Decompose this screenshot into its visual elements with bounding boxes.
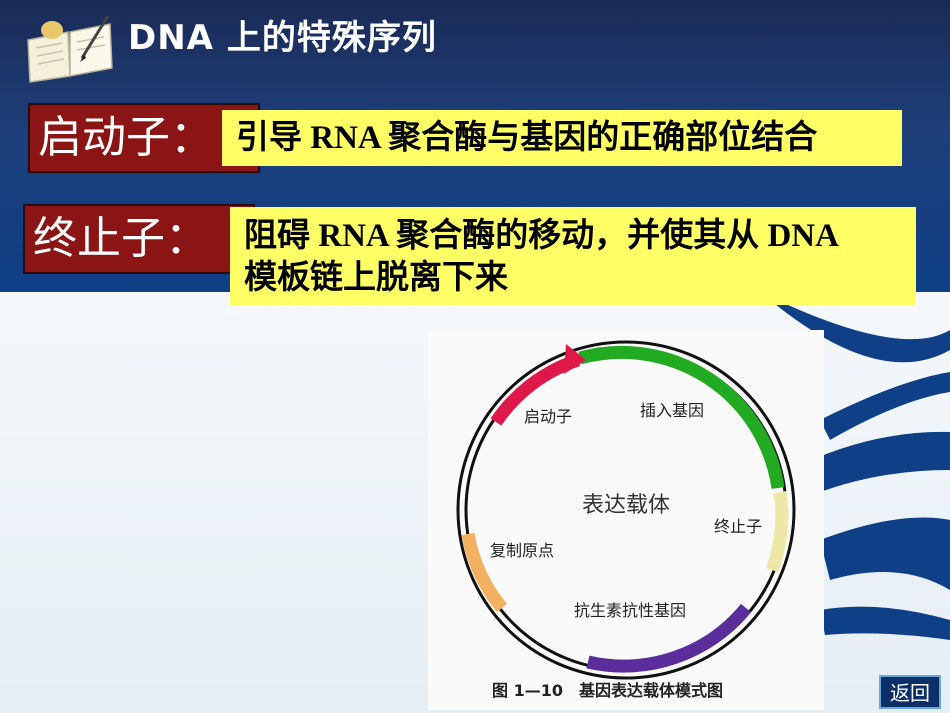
- promoter-description: 引导 RNA 聚合酶与基因的正确部位结合: [222, 110, 902, 166]
- back-button[interactable]: 返回: [879, 675, 941, 709]
- promoter-desc-post: 聚合酶与基因的正确部位结合: [379, 120, 818, 156]
- segment-insert-gene-arc: [578, 345, 785, 489]
- segment-resistance-gene-arc: [586, 603, 752, 673]
- slide-title: DNA 上的特殊序列: [128, 18, 437, 58]
- terminator-desc-rna: RNA: [318, 218, 388, 254]
- terminator-desc-mid: 聚合酶的移动，并使其从: [387, 218, 768, 254]
- segment-replication-origin-arc: [461, 532, 508, 613]
- terminator-desc-dna: DNA: [767, 218, 839, 254]
- label-replication-origin: 复制原点: [490, 541, 554, 560]
- terminator-label: 终止子：: [23, 204, 255, 274]
- terminator-desc-pre: 阻碍: [244, 218, 319, 254]
- label-resistance-gene: 抗生素抗性基因: [574, 601, 686, 620]
- expression-vector-diagram: 启动子 插入基因 终止子 复制原点 抗生素抗性基因 表达载体 图 1—10 基因…: [456, 340, 796, 700]
- promoter-desc-pre: 引导: [236, 120, 311, 156]
- label-center-vector: 表达载体: [582, 493, 670, 518]
- terminator-description: 阻碍 RNA 聚合酶的移动，并使其从 DNA 模板链上脱离下来: [230, 207, 916, 305]
- label-insert-gene: 插入基因: [640, 401, 704, 420]
- label-promoter: 启动子: [524, 407, 572, 426]
- segment-terminator-arc: [765, 491, 789, 573]
- label-terminator: 终止子: [714, 517, 762, 536]
- open-book-icon: [27, 15, 113, 83]
- expression-vector-figure: 启动子 插入基因 终止子 复制原点 抗生素抗性基因 表达载体 图 1—10 基因…: [428, 330, 824, 710]
- promoter-label: 启动子：: [28, 103, 260, 173]
- promoter-arrowhead: [564, 344, 586, 374]
- terminator-desc-line2: 模板链上脱离下来: [244, 260, 508, 296]
- promoter-desc-rna: RNA: [310, 120, 380, 156]
- terminator-desc-line1: 阻碍 RNA 聚合酶的移动，并使其从 DNA: [244, 215, 902, 257]
- figure-caption: 图 1—10 基因表达载体模式图: [492, 681, 723, 700]
